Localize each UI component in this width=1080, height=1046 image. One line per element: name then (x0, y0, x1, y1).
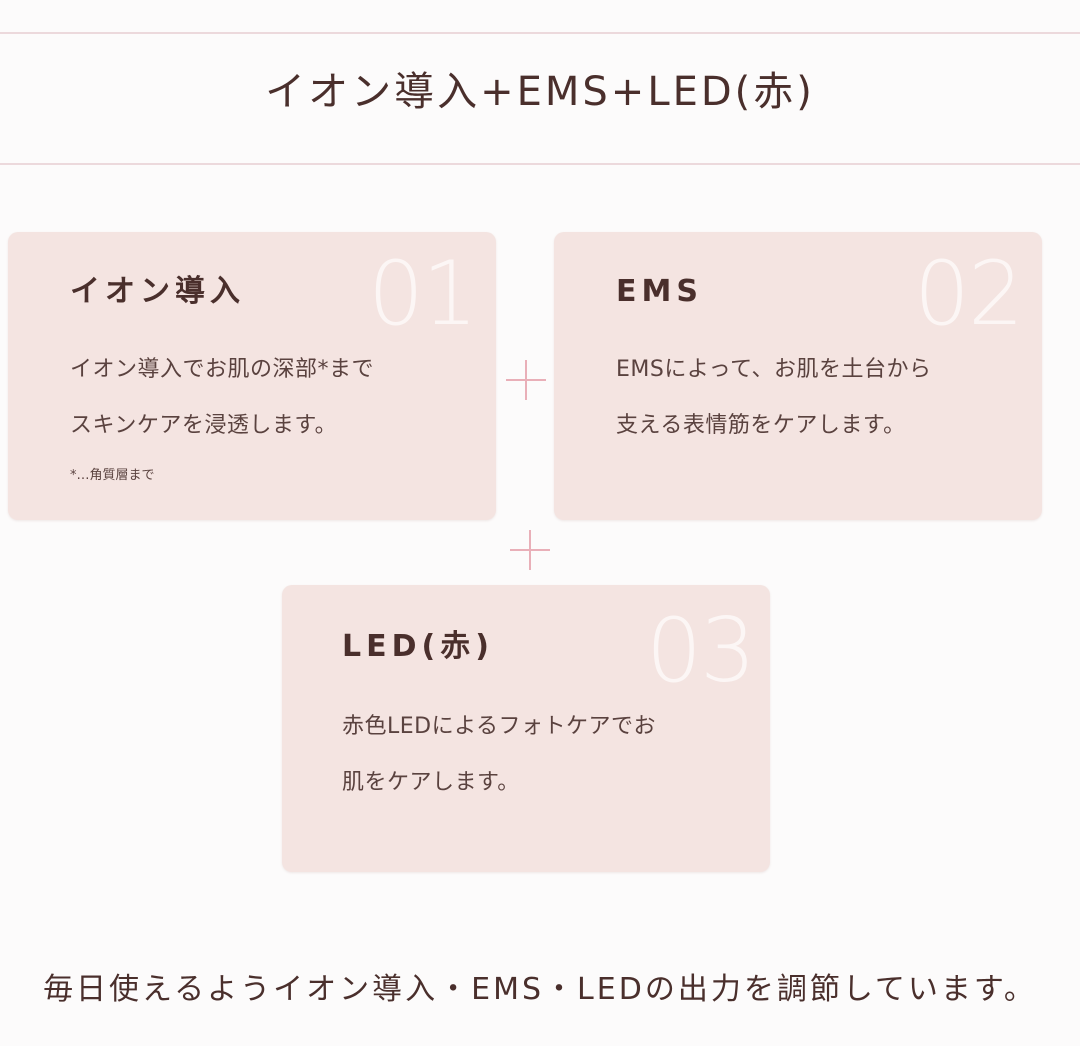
card-heading: イオン導入 (70, 274, 245, 309)
card-description: 赤色LEDによるフォトケアでお 肌をケアします。 (342, 699, 656, 811)
feature-card-led: 03 LED(赤) 赤色LEDによるフォトケアでお 肌をケアします。 (282, 585, 770, 872)
card-description-line: EMSによって、お肌を土台から (616, 357, 932, 382)
card-number: 02 (914, 242, 1024, 345)
card-number: 01 (368, 242, 478, 345)
top-divider (0, 32, 1080, 34)
card-description: EMSによって、お肌を土台から 支える表情筋をケアします。 (616, 342, 932, 454)
card-description-line: スキンケアを浸透します。 (70, 413, 338, 438)
card-heading: EMS (616, 274, 703, 309)
card-number: 03 (646, 599, 756, 702)
bottom-divider (0, 163, 1080, 165)
card-heading: LED(赤) (342, 629, 494, 664)
page-title: イオン導入+EMS+LED(赤) (265, 69, 815, 115)
card-description-line: イオン導入でお肌の深部*まで (70, 357, 375, 382)
card-description: イオン導入でお肌の深部*まで スキンケアを浸透します。 (70, 342, 374, 454)
plus-icon (506, 360, 546, 400)
plus-icon (510, 530, 550, 570)
feature-card-ems: 02 EMS EMSによって、お肌を土台から 支える表情筋をケアします。 (554, 232, 1042, 520)
feature-card-ion: 01 イオン導入 イオン導入でお肌の深部*まで スキンケアを浸透します。 *…角… (8, 232, 496, 520)
card-description-line: 肌をケアします。 (342, 770, 520, 795)
card-footnote: *…角質層まで (70, 468, 155, 483)
card-description-line: 赤色LEDによるフォトケアでお (342, 714, 656, 739)
footer-caption: 毎日使えるようイオン導入・EMS・LEDの出力を調節しています。 (43, 972, 1037, 1007)
card-description-line: 支える表情筋をケアします。 (616, 413, 906, 438)
